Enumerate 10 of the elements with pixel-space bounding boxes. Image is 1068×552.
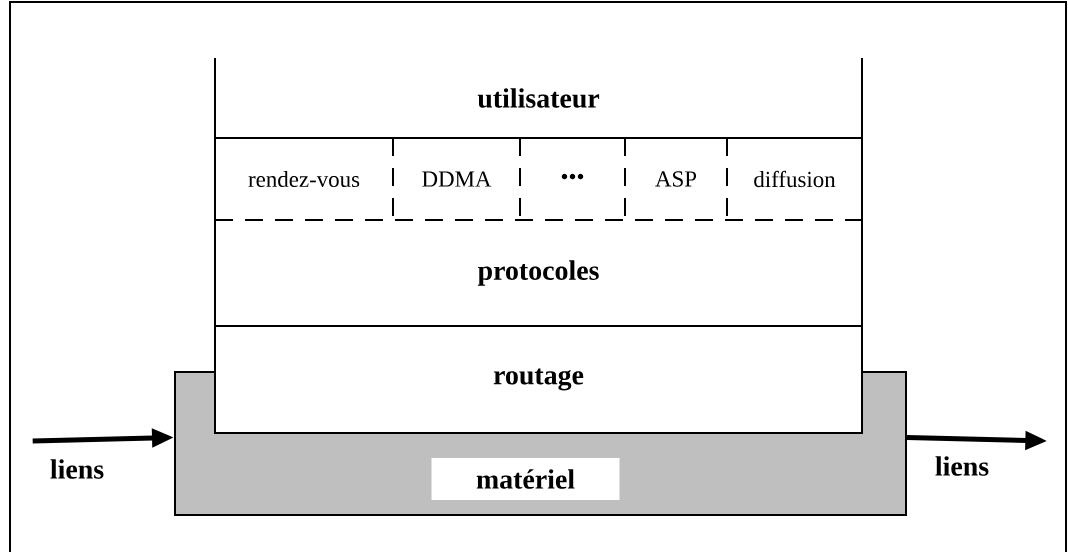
- protocol-cell: DDMA: [422, 137, 521, 221]
- protocol-cell: •••: [561, 137, 626, 221]
- link-label: liens: [50, 459, 104, 479]
- layer-box: utilisateur: [214, 57, 863, 139]
- layer-box: routage: [214, 325, 863, 434]
- protocol-cell: rendez-vous: [214, 137, 394, 221]
- link-label: liens: [935, 456, 989, 476]
- layer-box: protocoles: [214, 219, 863, 327]
- protocol-cell: ASP: [655, 137, 728, 221]
- protocol-cell: diffusion: [754, 137, 863, 221]
